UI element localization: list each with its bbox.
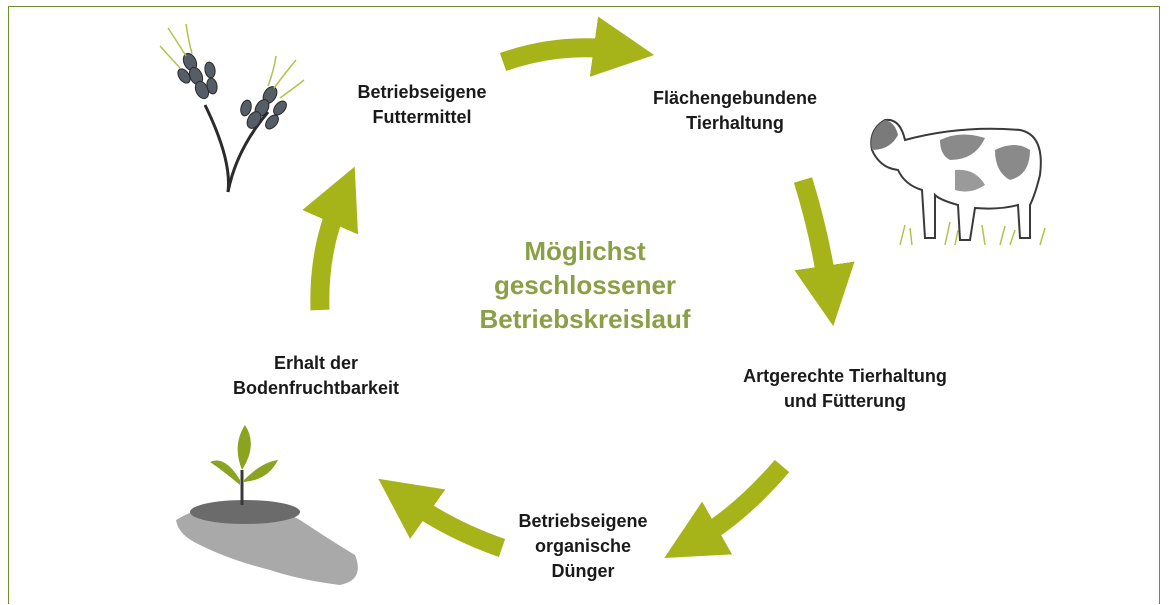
node-land-bound-livestock: Flächengebundene Tierhaltung (652, 88, 818, 133)
node-animal-welfare: Artgerechte Tierhaltung und Fütterung (743, 366, 947, 411)
arrow-welfare-to-fertilizer (664, 459, 790, 559)
node-soil-fertility: Erhalt der Bodenfruchtbarkeit (232, 353, 400, 398)
diagram-frame (8, 6, 1160, 604)
wheat-icon (159, 23, 305, 193)
arrow-feed-to-livestock (499, 16, 655, 77)
cow-icon (870, 118, 1046, 246)
node-feed: Betriebseigene Futtermittel (357, 82, 487, 127)
arrow-fertilizer-to-soil (378, 478, 506, 557)
hand-seedling-icon (176, 425, 358, 585)
arrow-livestock-to-welfare (793, 177, 855, 327)
cycle-center-title: Möglichst geschlossener Betriebskreislau… (479, 236, 691, 334)
arrow-soil-to-feed (302, 166, 359, 311)
node-organic-fertilizer: Betriebseigene organische Dünger (518, 511, 648, 581)
